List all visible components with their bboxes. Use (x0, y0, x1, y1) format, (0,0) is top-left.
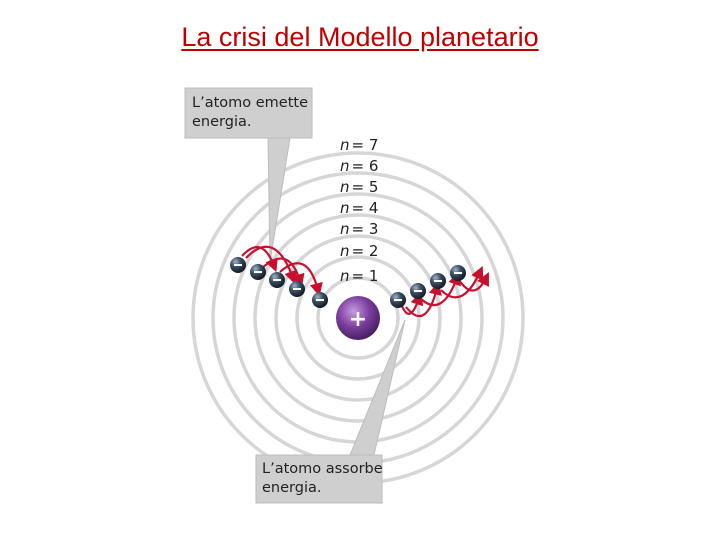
nucleus-plus-sign: + (349, 307, 367, 332)
nucleus: + (336, 296, 380, 340)
emit-callout: L’atomo emette energia. (185, 88, 312, 138)
electron (289, 281, 305, 297)
electron (312, 292, 328, 308)
electron (430, 273, 446, 289)
absorb-callout-line2: energia. (262, 480, 321, 496)
orbit-label-3: n= 3 (340, 220, 378, 238)
emit-callout-line2: energia. (192, 114, 251, 130)
orbit-labels: n= 7 n= 6 n= 5 n= 4 n= 3 n= 2 n= 1 (340, 136, 378, 285)
orbit-label-6: n= 6 (340, 157, 378, 175)
electron (390, 292, 406, 308)
orbit-label-4: n= 4 (340, 199, 378, 217)
electron (269, 272, 285, 288)
absorb-callout: L’atomo assorbe energia. (256, 455, 383, 503)
orbit-label-1: n= 1 (340, 267, 378, 285)
electron (410, 283, 426, 299)
emit-callout-line1: L’atomo emette (192, 95, 308, 111)
orbit-label-2: n= 2 (340, 242, 378, 260)
absorb-callout-line1: L’atomo assorbe (262, 461, 383, 477)
electron (250, 264, 266, 280)
orbit-label-7: n= 7 (340, 136, 378, 154)
electron (450, 265, 466, 281)
electron (230, 257, 246, 273)
orbit-label-5: n= 5 (340, 178, 378, 196)
